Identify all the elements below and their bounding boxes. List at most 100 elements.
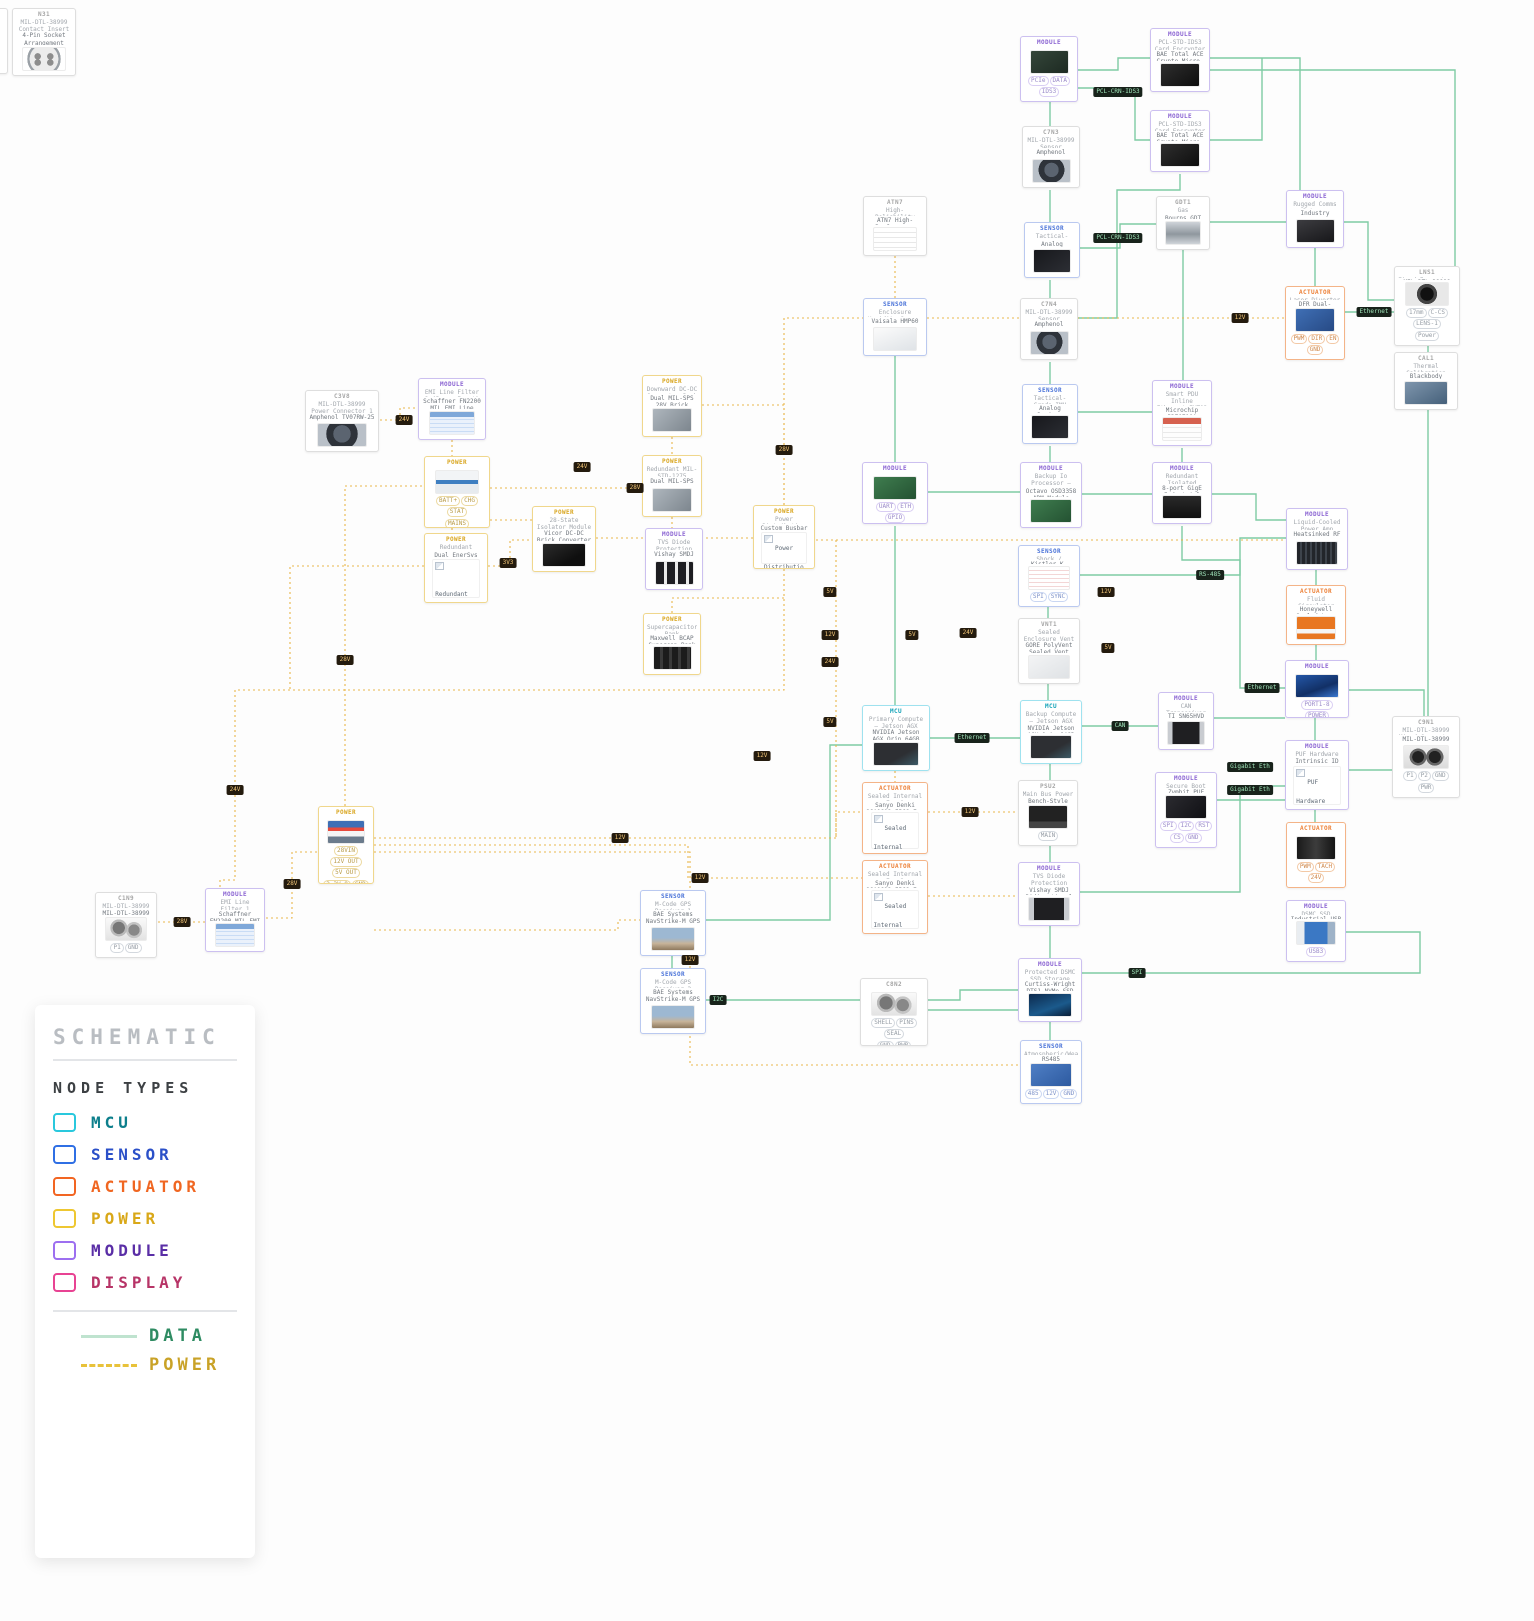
port-pill[interactable]: UART: [875, 502, 897, 512]
port-pill[interactable]: GND: [351, 880, 369, 883]
port-pill[interactable]: GND: [876, 1041, 894, 1045]
port-pill[interactable]: GND: [1431, 771, 1449, 781]
port-pill[interactable]: 17mm: [1406, 308, 1427, 318]
port-pill[interactable]: EN: [1326, 334, 1340, 344]
port-pill[interactable]: BATT+: [436, 496, 461, 506]
port-pill[interactable]: 5V OUT: [332, 868, 360, 878]
port-pill[interactable]: 12V OUT: [330, 857, 362, 867]
node-n09[interactable]: ACTUATORLaser Diverter PCB DriverDFR Dua…: [1285, 286, 1345, 360]
port-pill[interactable]: 24V: [1307, 873, 1325, 883]
node-n38[interactable]: C8N2MIL-DTL-38999 Power Connector PairMI…: [860, 978, 928, 1046]
port-pill[interactable]: P2: [1417, 771, 1431, 781]
node-n24[interactable]: MODULEIndustrial Ethernet SwitchManaged …: [1285, 660, 1349, 718]
port-pill[interactable]: GND: [1060, 1089, 1078, 1099]
port-pill[interactable]: ETH: [897, 502, 915, 512]
port-pill[interactable]: MAINS: [444, 519, 470, 527]
node-n32[interactable]: ACTUATORCoolant Pump (Sealed) AssemblySe…: [1286, 822, 1346, 888]
port-pill[interactable]: SYNC: [1047, 592, 1069, 602]
port-pill[interactable]: MAIN: [1037, 831, 1059, 841]
port-pill[interactable]: PWM: [1296, 862, 1314, 872]
port-pill[interactable]: RST: [1195, 821, 1213, 831]
port-pill[interactable]: I2C: [1177, 821, 1195, 831]
port-pill[interactable]: SPI: [1159, 821, 1177, 831]
port-pill[interactable]: CHG: [461, 496, 478, 506]
port-pill[interactable]: SEAL: [883, 1029, 905, 1039]
port-pill[interactable]: DATA: [1049, 76, 1070, 86]
port-pill[interactable]: PWR: [894, 1041, 912, 1045]
port-pill[interactable]: Power: [1414, 331, 1440, 341]
port-pill[interactable]: TACH: [1314, 862, 1336, 872]
port-pill[interactable]: GND: [124, 943, 142, 953]
port-pill[interactable]: IDS3: [1038, 87, 1060, 97]
port-pill[interactable]: STAT: [446, 507, 468, 517]
port-pill[interactable]: 12V: [1042, 1089, 1060, 1099]
port-pill[interactable]: PINS: [896, 1018, 917, 1028]
port-pill[interactable]: P1: [110, 943, 124, 953]
port-pill[interactable]: P1: [1403, 771, 1417, 781]
port-pill[interactable]: PWM: [1290, 334, 1308, 344]
port-pill[interactable]: 485: [1024, 1089, 1042, 1099]
node-n10[interactable]: LNS1Fixed-Focus Lens AssemblyMIL-DTL-389…: [1394, 266, 1460, 346]
node-n52[interactable]: POWERMIL-STD-1275 Power ModuleRuggedized…: [318, 806, 374, 884]
port-pill[interactable]: CS: [1170, 833, 1184, 843]
port-pill[interactable]: SPI: [1029, 592, 1047, 602]
port-pill[interactable]: 28VIN: [333, 846, 359, 856]
port-pill[interactable]: GND: [1306, 345, 1324, 355]
port-pill[interactable]: LENS-1: [1413, 319, 1441, 329]
node-n17[interactable]: MODULEIo Processor — Data ConcentratorOc…: [862, 462, 928, 524]
port-pill[interactable]: PWR: [1417, 783, 1435, 793]
port-pill[interactable]: 3.3V O: [323, 880, 351, 883]
port-pill[interactable]: GPIO: [884, 513, 906, 523]
port-pill[interactable]: C-CS: [1427, 308, 1448, 318]
port-pill[interactable]: POWER: [1304, 711, 1330, 717]
port-pill[interactable]: PORT1-8: [1301, 700, 1333, 710]
port-pill[interactable]: USB3: [1305, 947, 1327, 957]
